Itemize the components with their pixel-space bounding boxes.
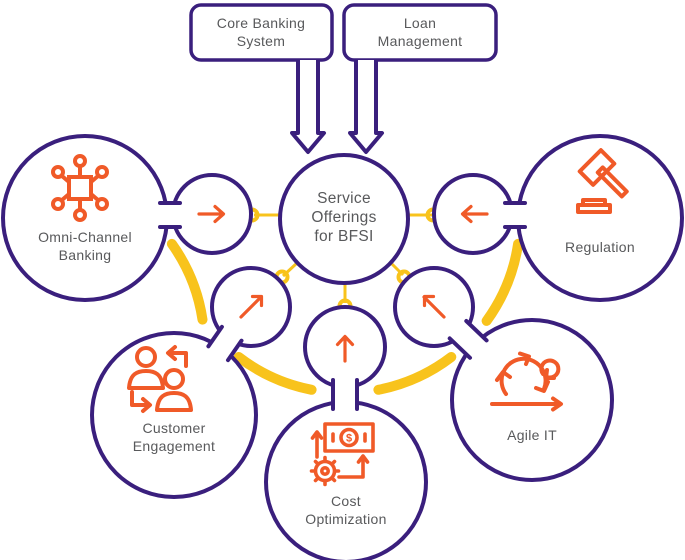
node-customer-engagement: Customer Engagement [127, 345, 215, 454]
top-box-loan-management: Loan Management [342, 3, 498, 62]
node-label-line2: Optimization [305, 511, 386, 527]
direction-arrows [197, 204, 489, 363]
agile-sprint-icon [490, 351, 563, 412]
down-arrow-icon [348, 60, 384, 154]
arrow-up-left-icon [422, 294, 446, 319]
node-cost-optimization: $ Cost Optimization [305, 422, 386, 527]
cycle-arrow-right-icon [337, 454, 370, 479]
gavel-icon [576, 148, 629, 214]
node-agile-it: Agile IT [490, 351, 563, 443]
center-label-line2: Offerings [311, 209, 376, 226]
yellow-arc-segment [481, 238, 524, 326]
box-label-line2: System [237, 33, 285, 49]
box-label-line2: Management [378, 33, 463, 49]
people-exchange-icon [127, 345, 193, 413]
node-circle-regulation [516, 134, 684, 302]
arrow-up-right-icon [239, 294, 264, 319]
dollar-sign: $ [346, 433, 352, 445]
arrow-left-icon [460, 204, 489, 224]
box-label-line1: Loan [404, 15, 436, 31]
swap-arrow-right-icon [130, 390, 152, 413]
top-box-core-banking-system: Core Banking System [189, 3, 334, 62]
yellow-arc-ring [166, 238, 524, 395]
cycle-arrow-up-icon [310, 430, 324, 459]
node-circle-agile-it [450, 318, 614, 482]
yellow-arc-segment [373, 352, 457, 395]
arrow-right-icon [197, 204, 226, 224]
flow-arrows [290, 60, 384, 154]
node-omni-channel-banking: Omni-Channel Banking [38, 154, 132, 263]
yellow-arc-segment [233, 352, 317, 395]
center-label-line3: for BFSI [314, 228, 373, 245]
center-label-line1: Service [317, 190, 371, 207]
box-outline [189, 3, 334, 62]
node-label-line2: Engagement [133, 438, 215, 454]
node-label-line1: Agile IT [507, 427, 557, 443]
node-label-line2: Banking [59, 247, 112, 263]
swap-arrow-left-icon [166, 345, 188, 368]
yellow-arc-segment [166, 238, 208, 325]
down-arrow-icon [290, 60, 326, 154]
box-label-line1: Core Banking [217, 15, 305, 31]
node-label-line1: Cost [331, 493, 361, 509]
network-nodes-icon [51, 154, 109, 222]
center-circle [278, 153, 410, 285]
box-outline [342, 3, 498, 62]
arrow-up-icon [335, 334, 355, 363]
node-label-line1: Regulation [565, 239, 635, 255]
node-label-line1: Customer [142, 420, 205, 436]
node-label-line1: Omni-Channel [38, 229, 132, 245]
circle-necks [158, 201, 527, 411]
center-node: Service Offerings for BFSI [311, 190, 376, 245]
money-gear-icon [309, 422, 375, 487]
node-regulation: Regulation [565, 148, 635, 255]
